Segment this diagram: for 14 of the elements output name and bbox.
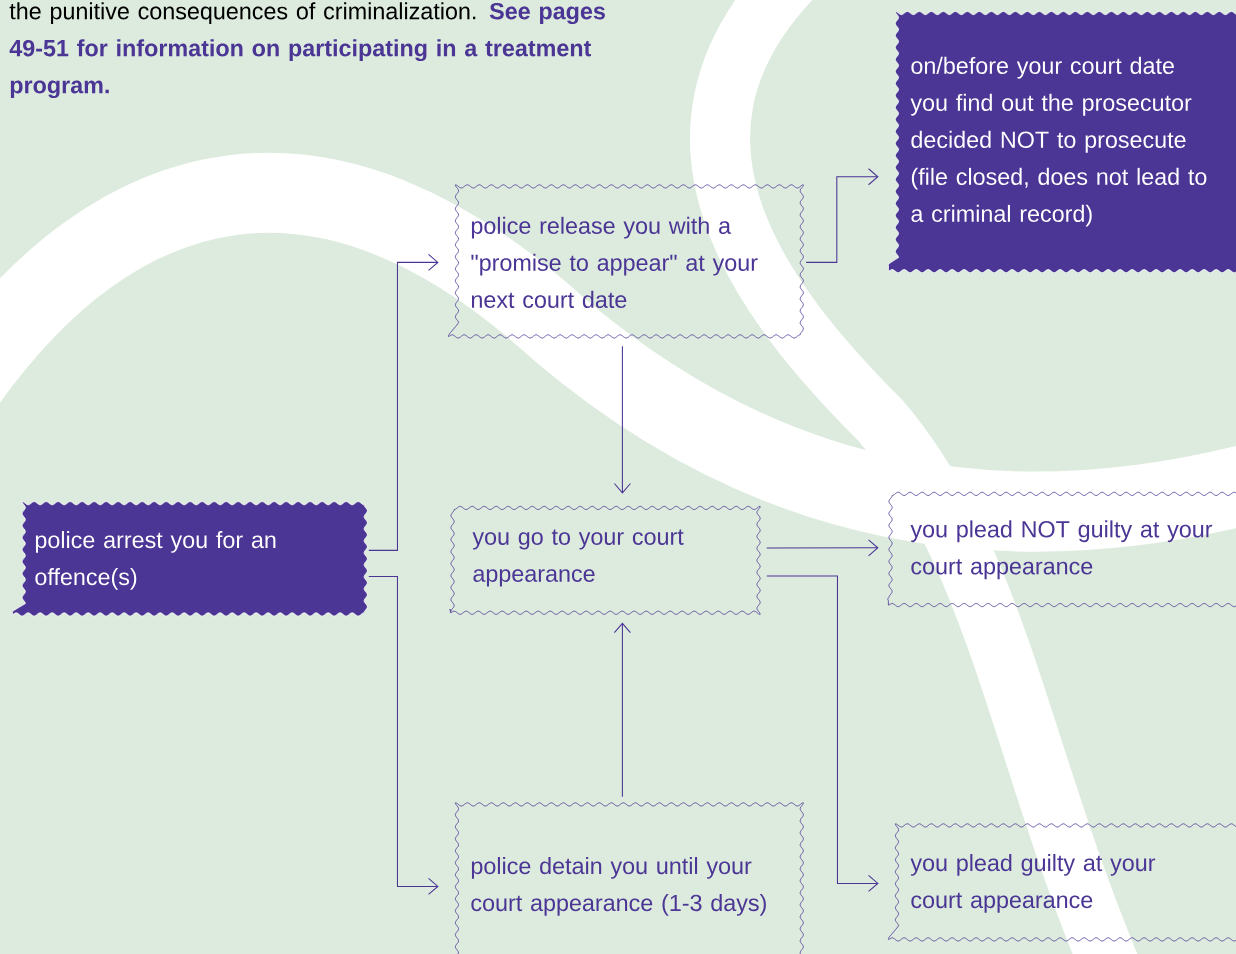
arrow	[766, 575, 879, 892]
step-box: police arrest you for an offence(s)	[12, 501, 368, 617]
arrow	[805, 168, 879, 263]
arrow	[368, 253, 439, 551]
outcome-box: you go to your court appearance	[449, 505, 761, 615]
step-box: on/before your court date you find out the prosecutor decided NOT to prosecute (file closed, does not lead to a criminal record)	[888, 11, 1236, 274]
intro-paragraph: the punitive consequences of criminalization. See pages 49-51 for information on participating in a treatment program.	[9, 2, 605, 99]
outcome-box: you plead NOT guilty at your court appearance	[887, 491, 1236, 608]
outcome-box: police release you with a "promise to appear" at your next court date	[448, 184, 804, 339]
arrow	[766, 539, 879, 557]
arrow	[613, 622, 631, 798]
arrow	[613, 345, 631, 494]
arrow	[368, 575, 439, 895]
outcome-box: you plead guilty at your court appearance	[888, 823, 1236, 942]
